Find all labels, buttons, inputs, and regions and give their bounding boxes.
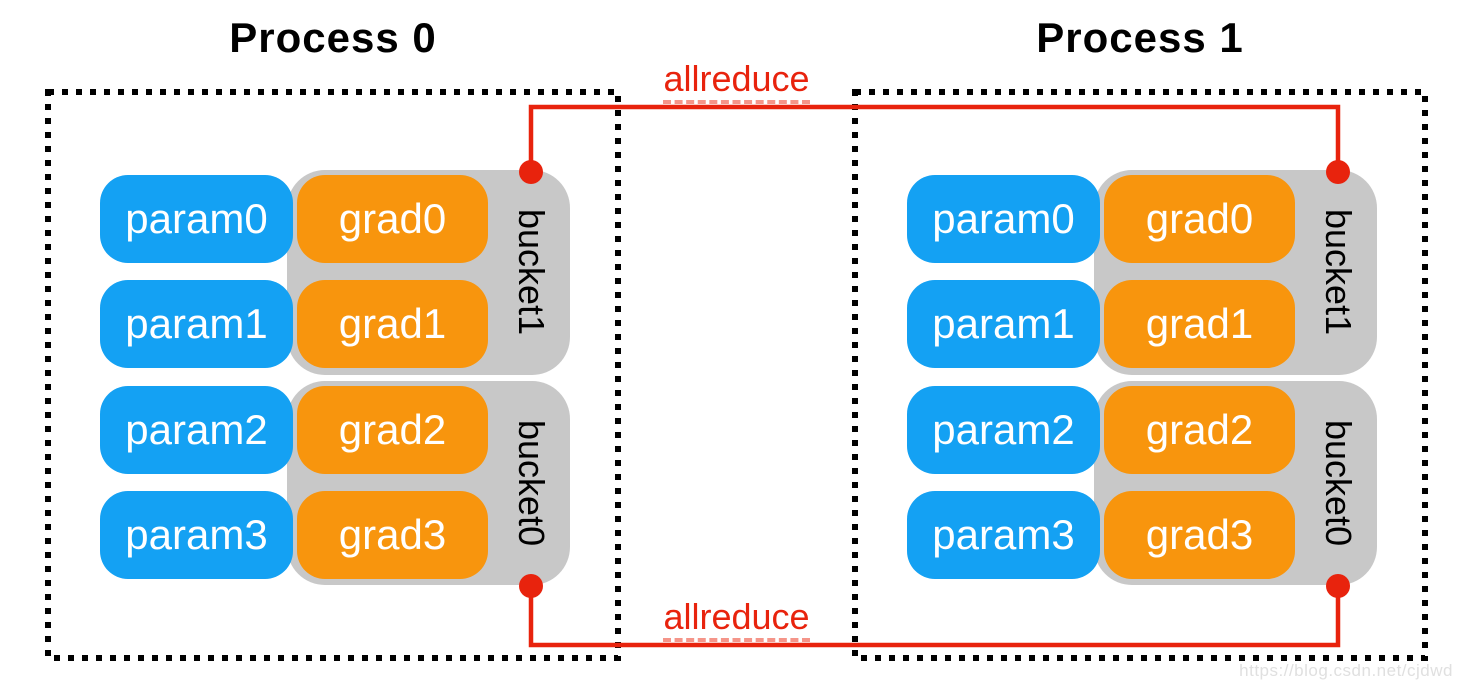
param-box: param3 <box>907 491 1100 579</box>
param-box: param2 <box>100 386 293 474</box>
grad-box: grad3 <box>297 491 488 579</box>
watermark: https://blog.csdn.net/cjdwd <box>1239 661 1453 680</box>
grad-box: grad0 <box>1104 175 1295 263</box>
param-box: param1 <box>907 280 1100 368</box>
process-0-title: Process 0 <box>229 14 437 61</box>
param-box: param1 <box>100 280 293 368</box>
bucket0-label: bucket0 <box>511 419 552 547</box>
bucket1-label: bucket1 <box>511 209 552 336</box>
allreduce-label-bottom: allreduce <box>618 599 855 642</box>
bucket1-label: bucket1 <box>1318 209 1359 336</box>
process-1-group: Process 1 bucket1 bucket0 param0 grad0 p… <box>807 0 1458 688</box>
grad-box: grad2 <box>1104 386 1295 474</box>
process-0-group: Process 0 bucket1 bucket0 param0 grad0 p… <box>0 0 651 688</box>
grad-box: grad1 <box>1104 280 1295 368</box>
grad-box: grad2 <box>297 386 488 474</box>
process-1-title: Process 1 <box>1036 14 1244 61</box>
param-box: param3 <box>100 491 293 579</box>
grad-box: grad3 <box>1104 491 1295 579</box>
grad-box: grad0 <box>297 175 488 263</box>
param-box: param2 <box>907 386 1100 474</box>
allreduce-label-top: allreduce <box>618 61 855 104</box>
param-box: param0 <box>907 175 1100 263</box>
grad-box: grad1 <box>297 280 488 368</box>
bucket0-label: bucket0 <box>1318 419 1359 547</box>
param-box: param0 <box>100 175 293 263</box>
